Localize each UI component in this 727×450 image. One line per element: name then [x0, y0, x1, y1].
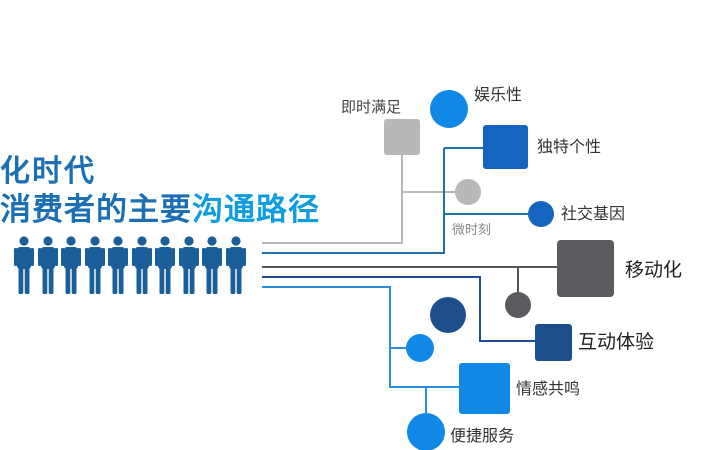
- micro-moment-node: [455, 179, 481, 205]
- entertainment-node: [430, 90, 468, 128]
- person-icon: [178, 236, 199, 294]
- label-unique-personality: 独特个性: [537, 137, 602, 156]
- unique-personality-node: [483, 125, 528, 169]
- label-emotional-resonance: 情感共鸣: [516, 379, 581, 398]
- consumer-people-row: [14, 236, 246, 294]
- label-convenient-service: 便捷服务: [450, 426, 515, 445]
- person-icon: [155, 236, 176, 294]
- person-icon: [225, 236, 246, 294]
- title-line-2-highlight: 沟通路径: [192, 192, 320, 228]
- person-icon: [37, 236, 58, 294]
- person-icon: [131, 236, 152, 294]
- mobile-sub-node: [505, 292, 531, 318]
- label-interactive-experience: 互动体验: [578, 331, 655, 353]
- mobile-node: [557, 240, 614, 297]
- label-social-gene: 社交基因: [561, 204, 626, 223]
- emotional-resonance-node: [459, 363, 510, 414]
- interactive-top-node: [430, 297, 466, 333]
- label-instant-satisfaction: 即时满足: [341, 98, 402, 116]
- interactive-experience-node: [535, 324, 572, 361]
- label-entertainment: 娱乐性: [474, 85, 523, 104]
- person-icon: [14, 236, 34, 294]
- connector-lines: [262, 147, 560, 420]
- label-mobile: 移动化: [625, 259, 683, 281]
- convenient-service-node: [407, 413, 445, 450]
- person-icon: [84, 236, 105, 294]
- title-line-1: 化时代: [0, 154, 96, 189]
- emotion-small-node: [406, 334, 434, 362]
- title-line-2-prefix: 消费者的主要: [0, 192, 192, 228]
- label-micro-moment: 微时刻: [452, 223, 492, 238]
- social-gene-node: [528, 201, 554, 227]
- title-line-2: 消费者的主要沟通路径: [0, 184, 320, 229]
- person-icon: [202, 236, 223, 294]
- person-icon: [61, 236, 82, 294]
- person-icon: [108, 236, 129, 294]
- instant-satisfaction-node: [384, 119, 420, 155]
